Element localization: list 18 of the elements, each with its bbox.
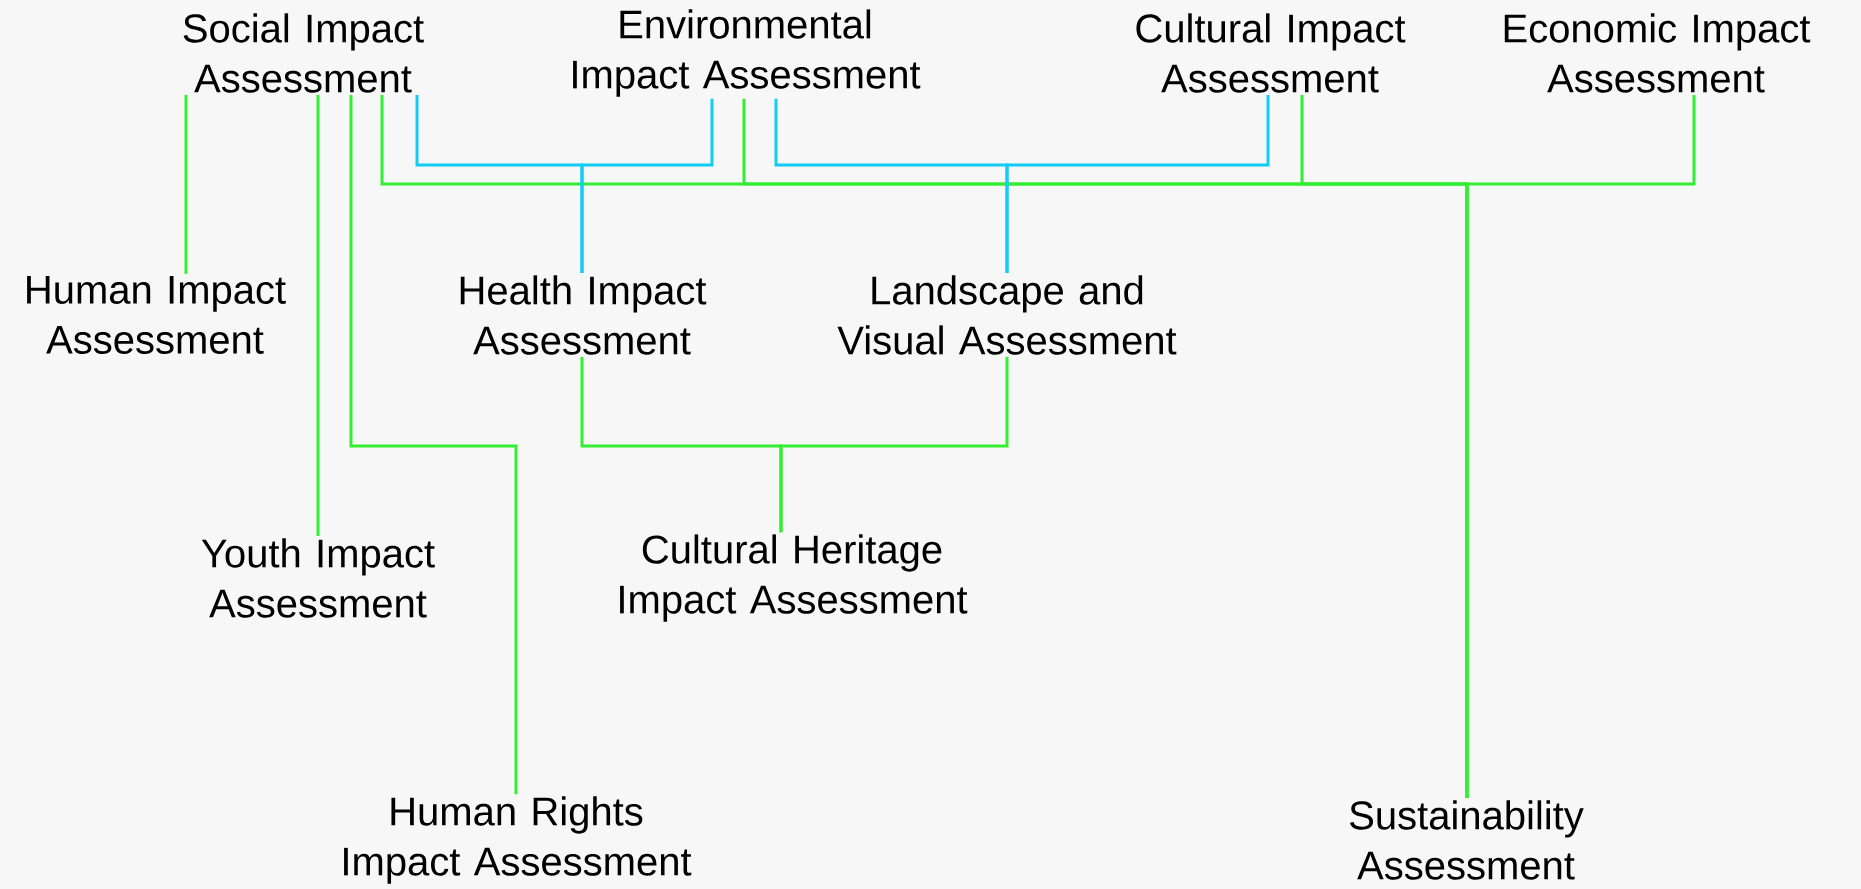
node-label: Cultural Heritage Impact Assessment [620,534,968,622]
connector-line [349,94,518,795]
node-label: Human Rights Impact Assessment [344,796,692,884]
node-label: Landscape and Visual Assessment [837,275,1177,355]
connector-line [1005,94,1270,274]
connector-line [779,356,1009,533]
node-label: Health Impact Assessment [460,275,707,355]
node-label: Sustainability Assessment [1350,800,1584,880]
node-label: Human Impact Assessment [27,276,286,354]
connector-line [580,98,714,274]
node-label: Environmental Impact Assessment [573,9,921,97]
node-label: Social Impact Assessment [183,13,424,93]
node-label: Cultural Impact Assessment [1136,13,1406,93]
node-label: Youth Impact Assessment [201,538,435,618]
connector-line [1465,94,1696,799]
connector-line [316,94,320,537]
node-label: Economic Impact Assessment [1504,13,1811,93]
connector-line [184,94,188,274]
